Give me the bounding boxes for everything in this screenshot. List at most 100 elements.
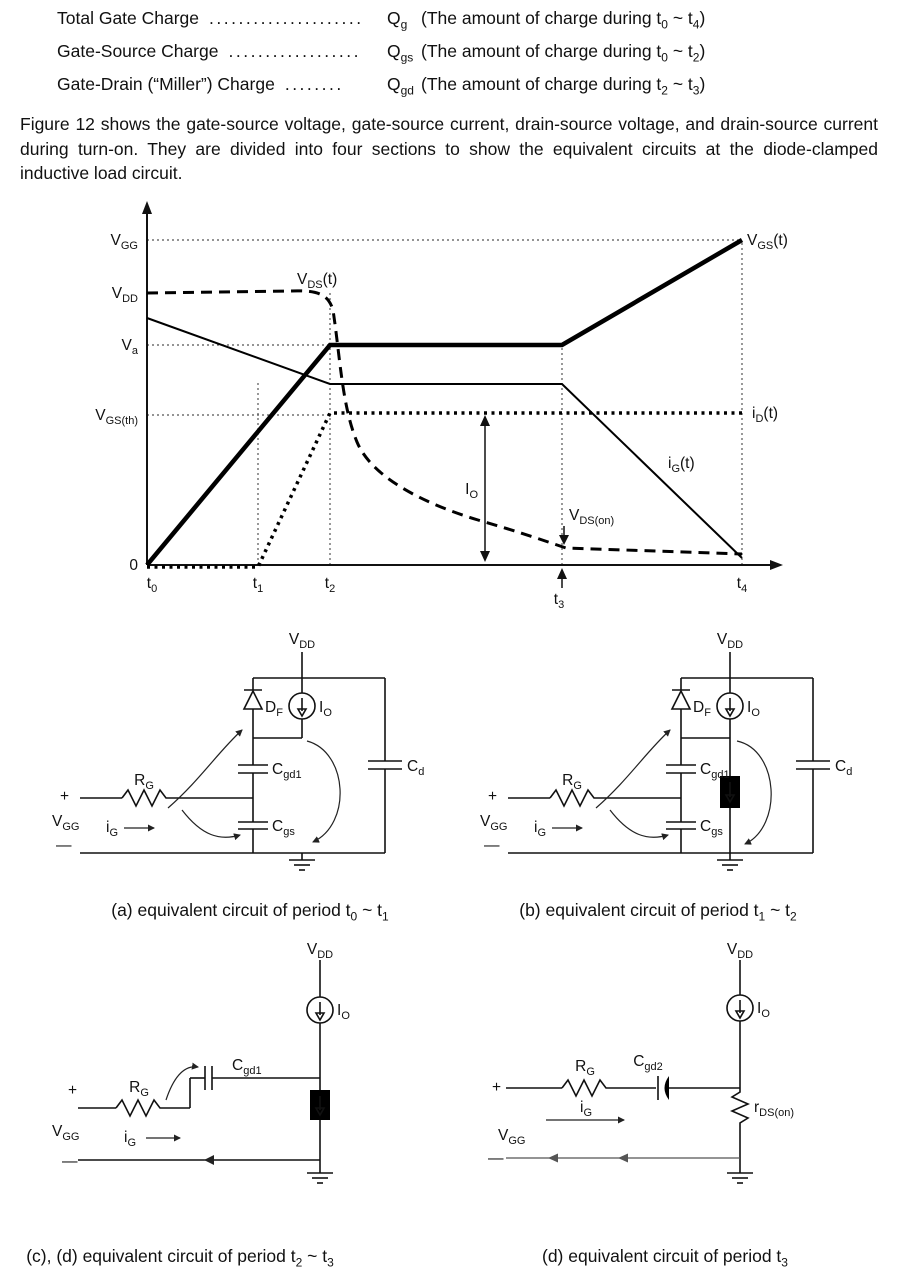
capacitor-cgd1-icon [204, 1066, 213, 1090]
circuit-b-wires [508, 652, 814, 860]
diode-df-icon [670, 689, 692, 710]
label-minus: — [488, 1150, 504, 1167]
label-vgg: VGG [498, 1127, 525, 1147]
label-rg: RG [134, 772, 154, 792]
capacitor-cgs-icon [238, 821, 268, 830]
label-cgd1: Cgd1 [272, 761, 302, 781]
caption-b: (b) equivalent circuit of period t1 ~ t2 [519, 900, 797, 924]
t3-marker-arrow [557, 568, 567, 579]
x-label-t1: t1 [253, 575, 263, 595]
capacitor-cgd1-icon [666, 764, 696, 774]
y-label-vgg: VGG [111, 232, 138, 252]
figure-12-paragraph: Figure 12 shows the gate-source voltage,… [20, 114, 878, 183]
label-io: IO [337, 1002, 350, 1022]
definition-description: (The amount of charge during t0 ~ t4) [421, 8, 706, 32]
resistor-rg-icon [549, 788, 598, 808]
capacitor-cgd1-icon [238, 764, 268, 774]
label-cgs: Cgs [700, 818, 723, 838]
caption-a: (a) equivalent circuit of period t0 ~ t1 [111, 900, 389, 924]
ground-icon [289, 859, 315, 871]
vds-curve [146, 289, 743, 556]
curve-label-vgs: VGS(t) [747, 232, 788, 252]
capacitor-cgd2-icon [657, 1076, 669, 1100]
leader-dots: ........ [284, 74, 344, 94]
io-arrow-down [480, 551, 490, 562]
resistor-rg-icon [115, 1098, 162, 1118]
definition-row-total-gate-charge: Total Gate Charge..................... Q… [57, 8, 705, 31]
y-label-vdd: VDD [112, 285, 138, 305]
label-vdd: VDD [307, 941, 333, 961]
ground-icon [717, 859, 743, 871]
label-ig: iG [124, 1129, 136, 1149]
annotation-vdson: VDS(on) [569, 507, 614, 527]
label-io: IO [757, 1000, 770, 1020]
circuit-b: VDD DF IO Cgd1 Cgs Cd RG VGG iG + — [478, 628, 878, 880]
current-loop-arrows [124, 729, 341, 843]
x-label-t0: t0 [147, 575, 157, 595]
waveform-chart: VGG VDD Va VGS(th) 0 t0 t1 t2 t3 t4 VGS(… [0, 198, 897, 615]
label-cgd1: Cgd1 [232, 1057, 262, 1077]
curve-label-ig: iG(t) [668, 455, 695, 475]
label-io: IO [747, 699, 760, 719]
current-source-io-icon [716, 692, 744, 720]
label-ig: iG [534, 819, 546, 839]
leader-dots: ..................... [209, 8, 364, 28]
y-label-zero: 0 [129, 557, 138, 574]
definition-term: Total Gate Charge [57, 8, 200, 28]
mosfet-channel-icon [720, 776, 740, 808]
current-loop-arrows [552, 729, 772, 845]
definition-term: Gate-Drain (“Miller”) Charge [57, 74, 275, 94]
current-source-io-icon [306, 996, 334, 1024]
circuit-c-wires [78, 960, 321, 1173]
curve-label-vds: VDS(t) [297, 271, 337, 291]
label-rg: RG [129, 1079, 149, 1099]
symbol-qgs: Qgs [387, 41, 414, 65]
resistor-rg-icon [121, 788, 170, 808]
curve-label-id: iD(t) [752, 405, 778, 425]
label-vgg: VGG [480, 813, 507, 833]
vgs-curve [145, 238, 744, 567]
label-cd: Cd [835, 758, 852, 778]
x-label-t2: t2 [325, 575, 335, 595]
label-ig: iG [580, 1099, 592, 1119]
capacitor-cgs-icon [666, 821, 696, 830]
label-df: DF [693, 699, 711, 719]
vdson-pointer-arrow [559, 535, 569, 545]
x-label-t3: t3 [554, 591, 564, 611]
symbol-qg: Qg [387, 8, 408, 32]
label-vdd: VDD [289, 631, 315, 651]
y-label-va: Va [122, 337, 139, 357]
io-arrow-up [480, 415, 490, 426]
current-loop-arrows [146, 1062, 214, 1165]
ground-icon [727, 1172, 753, 1184]
caption-d: (d) equivalent circuit of period t3 [542, 1246, 788, 1268]
label-rdson: rDS(on) [754, 1099, 794, 1119]
circuit-a-wires [80, 652, 386, 860]
label-vdd: VDD [717, 631, 743, 651]
capacitor-cd-icon [368, 760, 402, 770]
current-loop-arrows [546, 1116, 628, 1163]
resistor-rdson-icon [730, 1088, 750, 1128]
label-plus: + [492, 1079, 501, 1096]
label-cgd2: Cgd2 [633, 1053, 663, 1073]
symbol-qgd: Qgd [387, 74, 414, 98]
current-source-io-icon [726, 994, 754, 1022]
label-cgs: Cgs [272, 818, 295, 838]
mosfet-channel-icon [310, 1090, 330, 1120]
y-axis-arrow [142, 201, 152, 214]
label-ig: iG [106, 819, 118, 839]
caption-c: (c), (d) equivalent circuit of period t2… [26, 1246, 334, 1268]
label-minus: — [62, 1153, 78, 1170]
definition-description: (The amount of charge during t0 ~ t2) [421, 41, 706, 65]
label-cgd1: Cgd1 [700, 761, 730, 781]
definition-row-gate-drain-charge: Gate-Drain (“Miller”) Charge........ Qgd… [57, 74, 705, 97]
label-vgg: VGG [52, 1123, 79, 1143]
label-cd: Cd [407, 758, 424, 778]
label-vdd: VDD [727, 941, 753, 961]
label-io: IO [319, 699, 332, 719]
label-rg: RG [562, 772, 582, 792]
resistor-rg-icon [561, 1078, 608, 1098]
circuit-d: VDD IO Cgd2 rDS(on) RG VGG iG + — [478, 940, 878, 1200]
x-label-t4: t4 [737, 575, 747, 595]
